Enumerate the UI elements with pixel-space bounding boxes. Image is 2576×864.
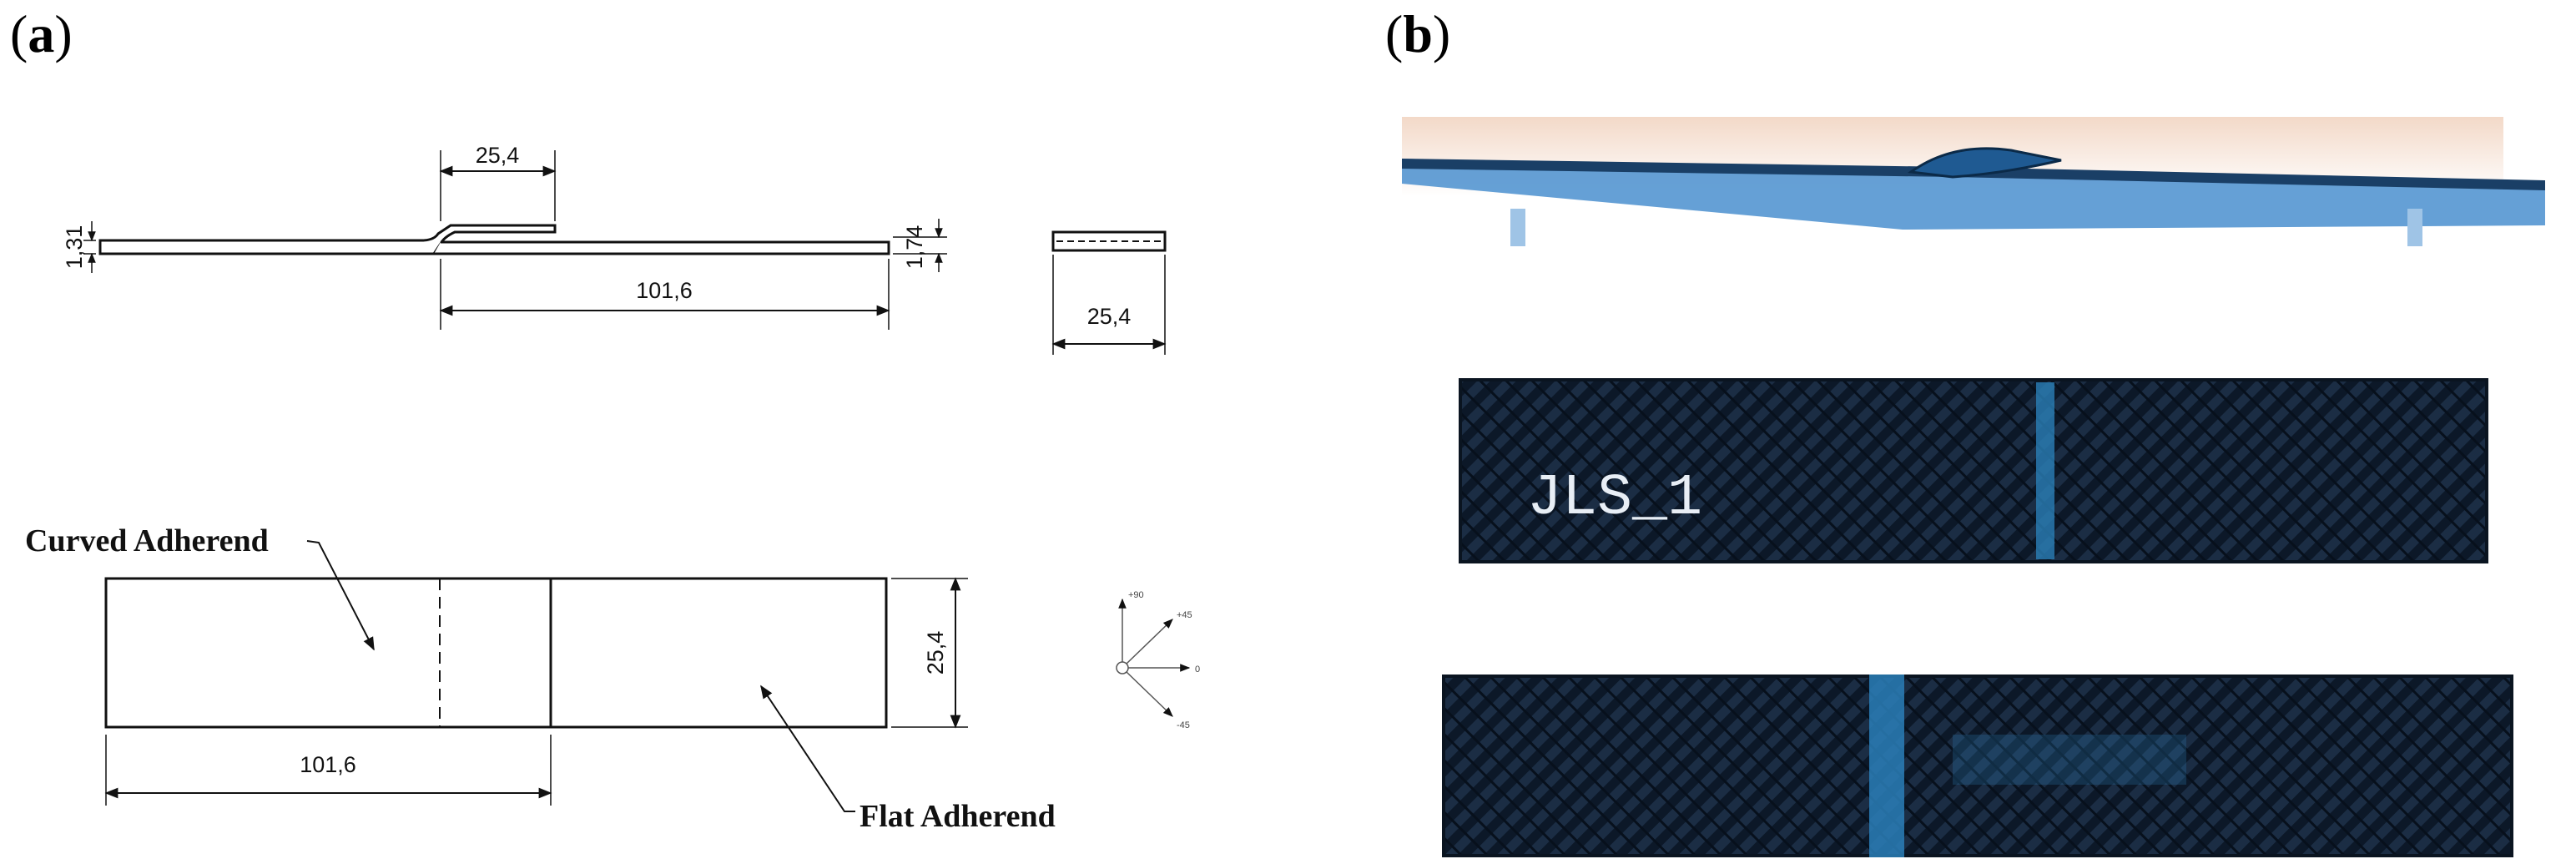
cross-section — [1051, 230, 1167, 355]
dim-overlap-top: 25,4 — [476, 143, 520, 168]
leader-curved — [306, 540, 375, 651]
dim-section-width: 25,4 — [1087, 304, 1132, 329]
dim-length-top: 101,6 — [636, 278, 693, 303]
label-flat-adherend: Flat Adherend — [860, 799, 1056, 834]
photo-specimen-bottom — [1442, 675, 2513, 857]
orientation-diagram — [1116, 598, 1191, 717]
dim-length-plan: 101,6 — [300, 752, 356, 777]
dim-right-thickness: 1,74 — [902, 225, 927, 270]
dim-width-plan: 25,4 — [923, 631, 948, 675]
orientation-zero: 0 — [1195, 664, 1200, 675]
plan-view — [104, 577, 968, 806]
dim-left-thickness: 1,31 — [62, 225, 87, 270]
photo-specimen-jls1: JLS_1 — [1459, 378, 2488, 563]
orientation-p90: +90 — [1128, 590, 1144, 600]
technical-drawing: 25,4 1,31 1,74 101,6 25,4 25,4 101,6 Cur… — [25, 143, 1200, 834]
leader-flat — [760, 685, 855, 812]
photo-side-view — [1402, 117, 2545, 246]
orientation-m45: -45 — [1177, 720, 1190, 730]
panel-label-a: (a) — [10, 4, 73, 63]
panel-label-b: (b) — [1385, 4, 1451, 63]
specimen-photos: JLS_1 — [1402, 117, 2545, 857]
specimen-id-label: JLS_1 — [1527, 466, 1702, 532]
side-view — [83, 150, 947, 330]
label-curved-adherend: Curved Adherend — [25, 523, 269, 558]
orientation-p45: +45 — [1177, 610, 1192, 620]
